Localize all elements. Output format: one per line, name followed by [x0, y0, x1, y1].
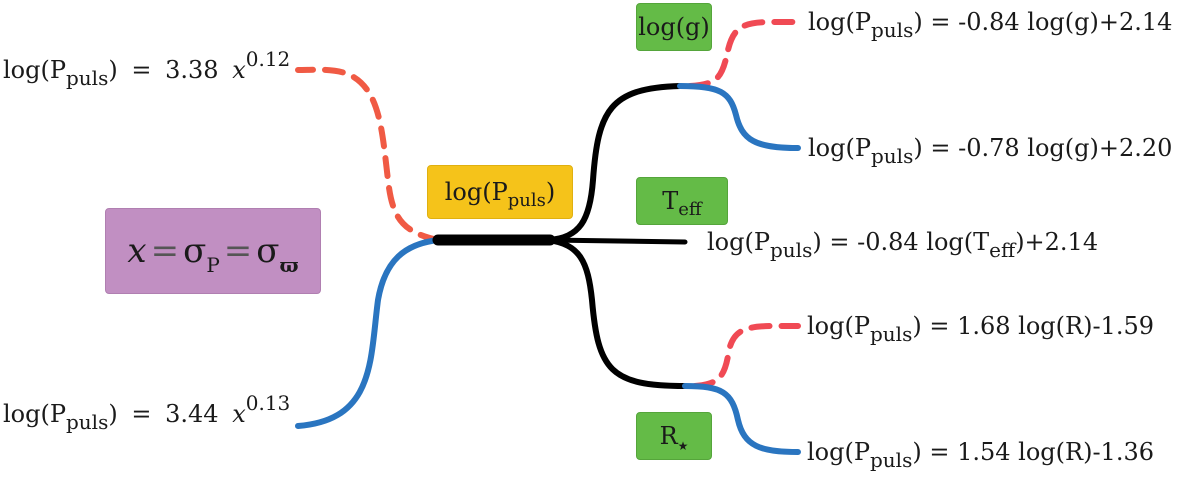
label-close: ): [545, 178, 556, 206]
lhs-close: ): [913, 8, 923, 36]
lhs-close: ): [812, 228, 822, 256]
rhs: = 1.54 log(R)-1.36: [929, 438, 1154, 466]
lhs-base: log(P: [807, 438, 870, 466]
lhs-close: ): [913, 134, 923, 162]
logg-blue-branch: [677, 83, 801, 151]
logg-parameter-box: log(g): [636, 3, 712, 51]
lhs-subscript: puls: [770, 238, 813, 262]
lhs-subscript: puls: [870, 448, 913, 472]
radius-red-dashed-branch: [692, 323, 801, 389]
lhs-subscript: puls: [871, 144, 914, 168]
center-node-box: log(Ppuls): [427, 165, 573, 219]
equals-sign: =: [131, 400, 152, 428]
lhs-subscript: puls: [66, 66, 109, 90]
radius-parameter-box: R★: [636, 412, 712, 460]
equals-sign: =: [150, 231, 180, 271]
logg-equation-red: log(Ppuls) = -0.84 log(g)+2.14: [808, 8, 1173, 40]
sigma-subscript: P: [206, 253, 220, 277]
label-subscript: eff: [678, 199, 702, 220]
lhs-base: log(P: [3, 56, 66, 84]
rhs: = -0.84 log(g)+2.14: [930, 8, 1173, 36]
left-equation-bottom: log(Ppuls) = 3.44 x0.13: [3, 393, 290, 432]
sigma-symbol: σ: [256, 231, 280, 271]
definition-box: x=σP=σϖ: [105, 208, 321, 294]
lower-black-branch: [545, 237, 688, 389]
lhs-base: log(P: [3, 400, 66, 428]
teff-black-branch: [545, 237, 688, 245]
lhs-close: ): [108, 400, 118, 428]
equals-sign: =: [223, 231, 253, 271]
lhs-subscript: puls: [870, 322, 913, 346]
logg-equation-blue: log(Ppuls) = -0.78 log(g)+2.20: [808, 134, 1173, 166]
variable-x: x: [127, 231, 147, 271]
coefficient: 3.38: [165, 56, 219, 84]
variable-x: x: [232, 56, 246, 84]
lhs-subscript: puls: [871, 18, 914, 42]
label-subscript: ★: [677, 439, 689, 453]
definition-formula: x=σP=σϖ: [127, 231, 298, 275]
lhs-base: log(P: [707, 228, 770, 256]
lhs-close: ): [912, 312, 922, 340]
rhs: = 1.68 log(R)-1.59: [929, 312, 1154, 340]
label-base: log(P: [444, 178, 508, 206]
rhs-pre: = -0.84 log(T: [829, 228, 990, 256]
variable-x: x: [232, 400, 246, 428]
left-blue-branch: [295, 237, 441, 429]
left-equation-top: log(Ppuls) = 3.38 x0.12: [3, 49, 290, 88]
rhs-subscript: eff: [989, 238, 1016, 262]
lhs-close: ): [108, 56, 118, 84]
radius-equation-red: log(Ppuls) = 1.68 log(R)-1.59: [807, 312, 1154, 344]
equals-sign: =: [131, 56, 152, 84]
teff-parameter-box: Teff: [636, 177, 728, 225]
radius-equation-blue: log(Ppuls) = 1.54 log(R)-1.36: [807, 438, 1154, 470]
coefficient: 3.44: [165, 400, 219, 428]
lhs-base: log(P: [808, 8, 871, 36]
label-base: R: [659, 422, 678, 450]
teff-equation: log(Ppuls) = -0.84 log(Teff)+2.14: [707, 228, 1099, 260]
rhs-post: )+2.14: [1015, 228, 1099, 256]
radius-blue-branch: [682, 383, 801, 455]
label-base: T: [662, 187, 679, 215]
teff-label: Teff: [662, 187, 701, 219]
lhs-close: ): [912, 438, 922, 466]
left-red-dashed-branch: [295, 66, 441, 243]
radius-label: R★: [659, 422, 689, 453]
lhs-base: log(P: [808, 134, 871, 162]
sigma-symbol: σ: [183, 231, 207, 271]
center-node-label: log(Ppuls): [444, 178, 556, 210]
exponent: 0.12: [245, 47, 291, 71]
rhs: = -0.78 log(g)+2.20: [930, 134, 1173, 162]
logg-label: log(g): [638, 13, 710, 41]
lhs-subscript: puls: [66, 410, 109, 434]
upper-black-branch: [545, 83, 683, 243]
lhs-base: log(P: [807, 312, 870, 340]
logg-red-dashed-branch: [687, 19, 803, 89]
sigma-subscript: ϖ: [279, 253, 299, 277]
exponent: 0.13: [245, 391, 291, 415]
label-subscript: puls: [507, 190, 546, 211]
